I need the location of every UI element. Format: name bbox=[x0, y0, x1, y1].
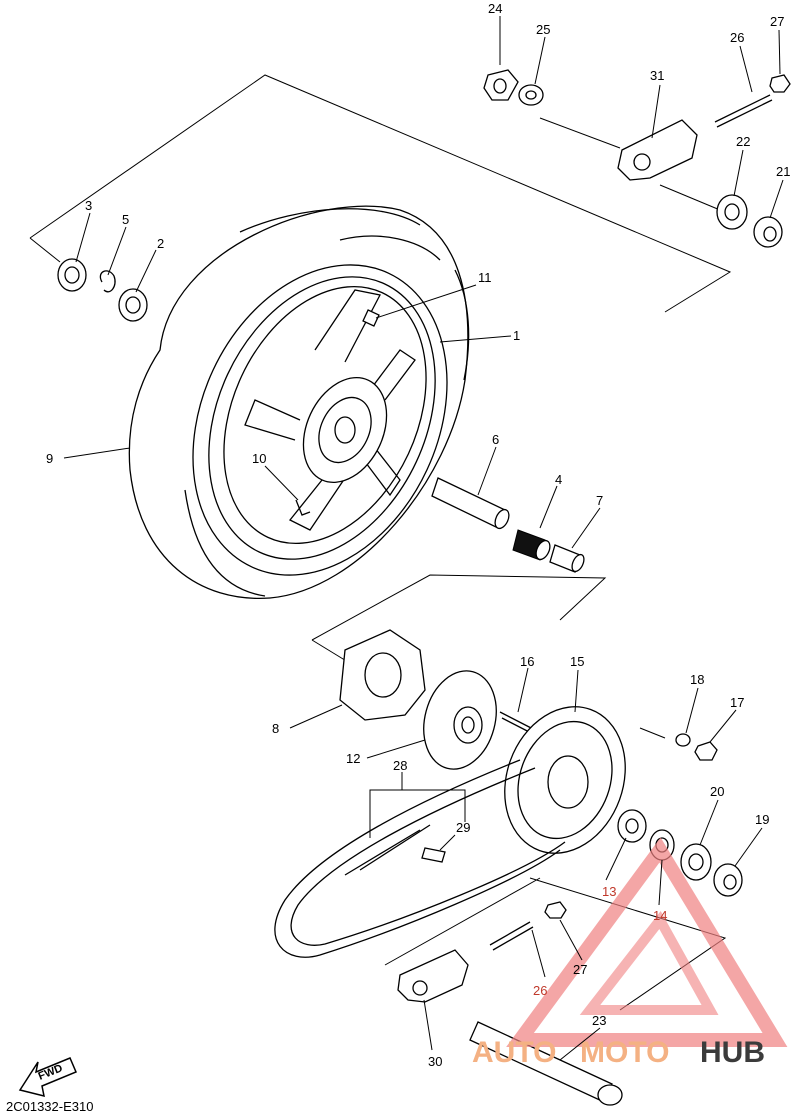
callout-6: 6 bbox=[492, 432, 499, 447]
callout-22: 22 bbox=[736, 134, 750, 149]
callout-27-lower: 27 bbox=[573, 962, 587, 977]
watermark-auto: AUTO bbox=[472, 1036, 556, 1069]
callout-19: 19 bbox=[755, 812, 769, 827]
callout-1: 1 bbox=[513, 328, 520, 343]
callout-5: 5 bbox=[122, 212, 129, 227]
watermark-triangle-icon bbox=[506, 837, 788, 1047]
sprocket-guide bbox=[384, 727, 727, 1011]
bearing-13 bbox=[617, 809, 647, 843]
callout-30: 30 bbox=[428, 1054, 442, 1069]
watermark-hub: HUB bbox=[700, 1036, 765, 1069]
callout-7: 7 bbox=[596, 493, 603, 508]
callout-25: 25 bbox=[536, 22, 550, 37]
nut-27 bbox=[769, 74, 791, 93]
chain-puller-30 bbox=[397, 949, 469, 1003]
circlip-5 bbox=[99, 270, 116, 293]
callout-31: 31 bbox=[650, 68, 664, 83]
callout-14: 14 bbox=[653, 908, 667, 923]
callout-11: 11 bbox=[478, 270, 492, 285]
washer-25 bbox=[518, 84, 544, 106]
bolt-26 bbox=[714, 94, 773, 128]
nut-27-lower bbox=[544, 901, 567, 919]
drive-chain-28 bbox=[274, 759, 566, 958]
nut-17 bbox=[694, 741, 718, 761]
callout-28: 28 bbox=[393, 758, 407, 773]
callout-26: 26 bbox=[730, 30, 744, 45]
automotohub-watermark: AUTO MOTO HUB bbox=[472, 837, 788, 1069]
drawing-code: 2C01332-E310 bbox=[6, 1099, 93, 1114]
collar-20 bbox=[680, 843, 712, 881]
nut-24 bbox=[483, 69, 519, 101]
collar-22 bbox=[716, 194, 748, 230]
callout-2: 2 bbox=[157, 236, 164, 251]
collar-19 bbox=[713, 863, 743, 897]
callout-16: 16 bbox=[520, 654, 534, 669]
callout-8: 8 bbox=[272, 721, 279, 736]
bearing-3 bbox=[57, 258, 87, 292]
bearing-4 bbox=[512, 529, 551, 561]
callout-29: 29 bbox=[456, 820, 470, 835]
axle-23 bbox=[469, 1021, 623, 1106]
callout-24: 24 bbox=[488, 1, 502, 16]
collar-21 bbox=[753, 216, 783, 248]
bolt-26-lower bbox=[489, 921, 534, 951]
callout-17: 17 bbox=[730, 695, 744, 710]
callout-10: 10 bbox=[252, 451, 266, 466]
callout-leaders bbox=[63, 16, 784, 1061]
damper-8 bbox=[339, 629, 426, 721]
forward-arrow-icon: FWD bbox=[18, 1057, 77, 1098]
clutch-hub-12 bbox=[423, 670, 497, 770]
callout-12: 12 bbox=[346, 751, 360, 766]
callout-21: 21 bbox=[776, 164, 790, 179]
callout-18: 18 bbox=[690, 672, 704, 687]
top-adjuster-guide bbox=[539, 117, 721, 211]
callout-20: 20 bbox=[710, 784, 724, 799]
bearing-2 bbox=[118, 288, 148, 322]
callout-9: 9 bbox=[46, 451, 53, 466]
callout-23: 23 bbox=[592, 1013, 606, 1028]
callout-15: 15 bbox=[570, 654, 584, 669]
upper-assembly-guide bbox=[29, 74, 732, 313]
washer-18 bbox=[675, 733, 691, 747]
collar-7 bbox=[549, 544, 585, 573]
callout-4: 4 bbox=[555, 472, 562, 487]
callout-26-lower: 26 bbox=[533, 983, 547, 998]
callout-13: 13 bbox=[602, 884, 616, 899]
callout-27: 27 bbox=[770, 14, 784, 29]
rear-wheel-rim bbox=[192, 264, 448, 576]
callout-3: 3 bbox=[85, 198, 92, 213]
callout-labels: 1 2 3 4 5 6 7 8 9 10 11 12 13 14 15 16 1… bbox=[46, 1, 790, 1069]
sprocket-15 bbox=[504, 706, 626, 854]
chain-joint-29 bbox=[421, 847, 446, 863]
watermark-moto: MOTO bbox=[580, 1036, 669, 1069]
hub-guide bbox=[311, 574, 607, 663]
spacer-6 bbox=[431, 477, 510, 530]
chain-puller-31 bbox=[617, 119, 698, 181]
